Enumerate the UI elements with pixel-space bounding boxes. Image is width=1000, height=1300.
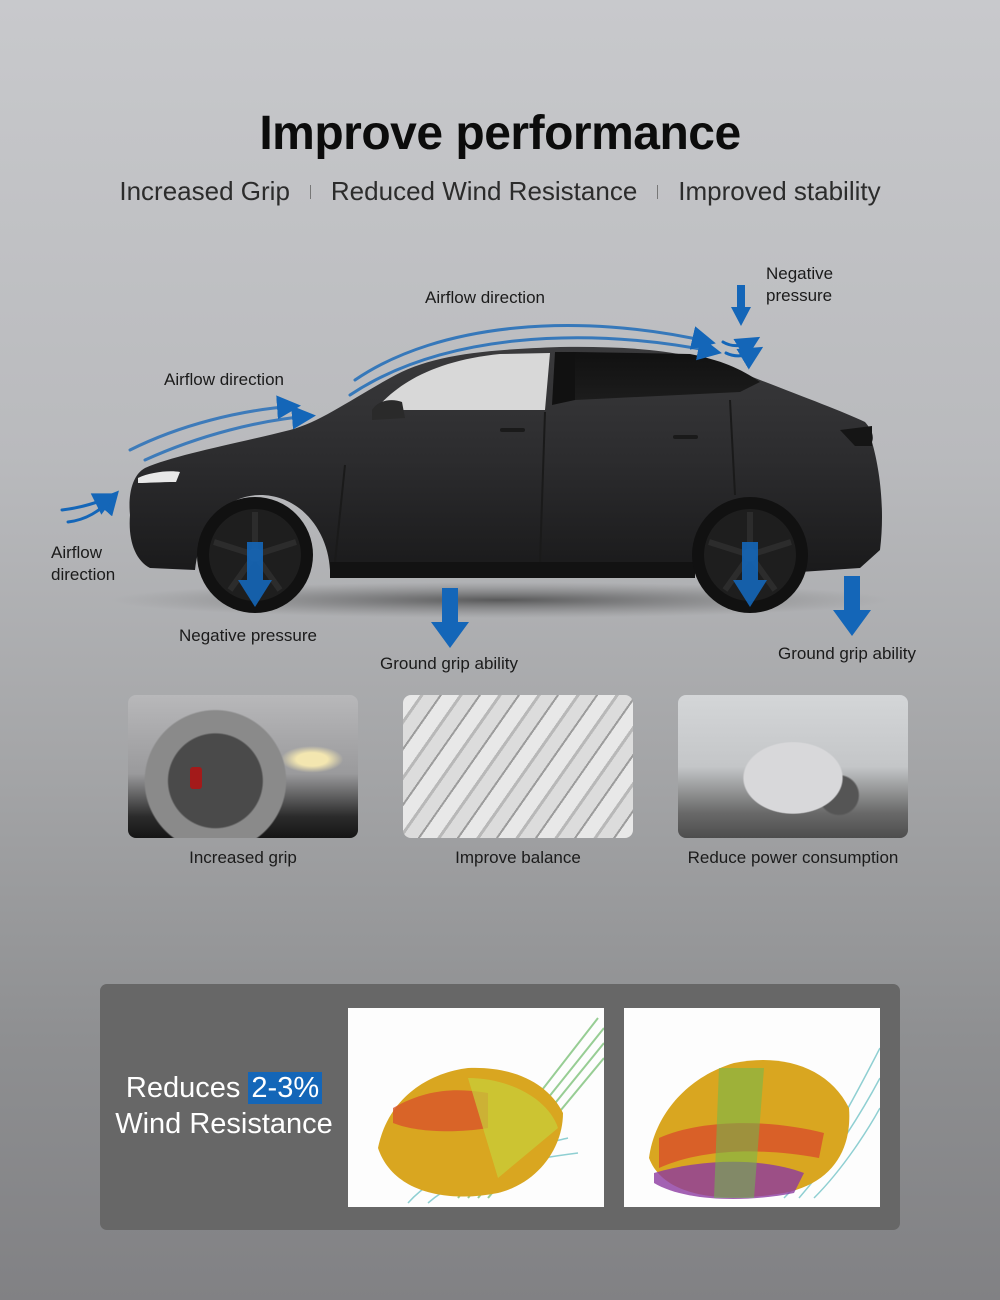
text-line-1: Reduces 2-3%: [100, 1070, 348, 1106]
label-line: pressure: [766, 286, 833, 305]
car-illustration: [60, 285, 890, 648]
subtitle-reduced-wind-resistance: Reduced Wind Resistance: [330, 176, 638, 206]
separator: [309, 184, 311, 199]
separator: [657, 184, 659, 199]
label-ground-grip-middle: Ground grip ability: [380, 654, 518, 673]
subtitle-improved-stability: Improved stability: [678, 176, 881, 206]
cfd-graphic: [378, 1017, 604, 1204]
wind-resistance-panel: Reduces 2-3% Wind Resistance: [100, 984, 900, 1230]
feature-caption: Reduce power consumption: [687, 848, 899, 867]
cfd-graphic: [649, 1047, 880, 1199]
feature-caption: Increased grip: [189, 848, 297, 867]
silver-car-image: [678, 695, 908, 838]
subtitle-increased-grip: Increased Grip: [119, 176, 290, 206]
label-airflow-roof: Airflow direction: [425, 288, 545, 307]
wheel-closeup-image: [128, 695, 358, 838]
brake-caliper: [190, 767, 202, 789]
feature-caption: Improve balance: [455, 848, 581, 867]
text-line-2: Wind Resistance: [115, 1108, 333, 1140]
feature-reduce-power: Reduce power consumption: [678, 695, 908, 868]
cfd-simulation-front-image: [624, 1008, 880, 1207]
cfd-simulation-rear-image: [348, 1008, 604, 1207]
text-prefix: Reduces: [125, 1072, 241, 1104]
label-airflow-hood: Airflow direction: [164, 370, 284, 389]
label-line: direction: [51, 565, 116, 584]
percentage-highlight: 2-3%: [248, 1072, 323, 1104]
car-frame-image: [403, 695, 633, 838]
airflow-arrows: [60, 324, 764, 524]
page-title: Improve performance: [259, 107, 741, 160]
label-negative-pressure-wheel: Negative pressure: [179, 626, 317, 645]
subtitle-bar: Increased Grip Reduced Wind Resistance I…: [0, 176, 1000, 207]
label-airflow-front: Airflow direction: [51, 542, 115, 586]
wind-resistance-text: Reduces 2-3% Wind Resistance: [100, 1070, 348, 1142]
feature-improve-balance: Improve balance: [403, 695, 633, 868]
aerodynamics-diagram: Airflow direction Airflow direction Airf…: [0, 250, 1000, 690]
label-line: Airflow: [51, 543, 103, 562]
label-line: Negative: [766, 264, 834, 283]
label-negative-pressure-roof: Negative pressure: [766, 263, 833, 307]
feature-increased-grip: Increased grip: [128, 695, 358, 868]
feature-list: Increased grip Improve balance Reduce po…: [128, 695, 908, 868]
down-arrows: [238, 285, 871, 648]
label-ground-grip-rear: Ground grip ability: [778, 644, 916, 663]
